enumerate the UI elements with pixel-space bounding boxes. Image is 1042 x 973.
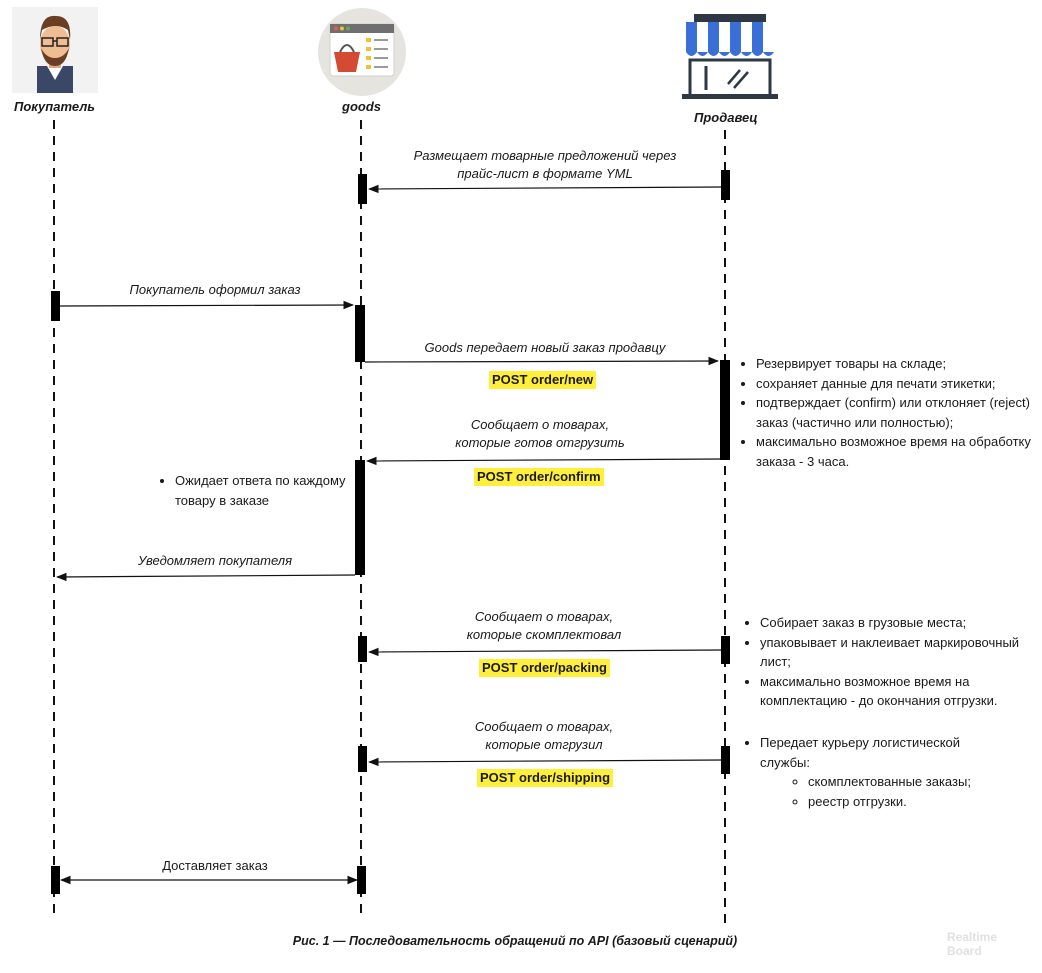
buyer-actor-label: Покупатель [14,99,96,114]
note-item: максимально возможное время на обработку… [756,432,1036,471]
arrow-seller-to-goods-shipping [367,757,722,767]
message-label: Уведомляет покупателя [137,553,293,568]
note-sublist: скомплектованные заказы; реестр отгрузки… [760,772,1010,811]
api-endpoint-label: POST order/new [489,371,597,389]
buyer-activation-bar [51,291,60,321]
seller-activation-bar [721,636,730,664]
note-subitem: реестр отгрузки. [808,792,1010,812]
buyer-avatar-icon [12,7,98,93]
note-item: Собирает заказ в грузовые места; [760,613,1042,633]
note-item: подтверждает (confirm) или отклоняет (re… [756,393,1036,432]
message-label: Сообщает о товарах, [474,609,614,624]
message-label: прайс-лист в формате YML [457,166,633,181]
goods-activation-bar [358,174,367,204]
note-text: Передает курьеру логистической службы: [760,735,961,770]
goods-activation-bar [357,866,366,894]
seller-activation-bar [721,746,730,774]
arrow-seller-to-goods-yml [367,184,722,194]
goods-activation-bar [355,460,365,575]
arrow-goods-to-seller-new [364,356,720,366]
note-item: Передает курьеру логистической службы: с… [760,733,1010,811]
watermark: Realtime Board [947,930,997,958]
arrow-buyer-to-goods-order [59,300,355,310]
watermark-line: Board [947,944,982,958]
note-item: сохраняет данные для печати этикетки; [756,374,1036,394]
note-item: максимально возможное время на комплекта… [760,672,1042,711]
note-item: упаковывает и наклеивает маркировочный л… [760,633,1042,672]
message-label: Доставляет заказ [162,858,268,873]
note-item: Резервирует товары на складе; [756,354,1036,374]
note-item: Ожидает ответа по каждому товару в заказ… [175,471,375,510]
goods-activation-bar [358,636,367,662]
goods-actor-label: goods [342,99,381,114]
buyer-activation-bar [51,866,60,894]
message-label: Goods передает новый заказ продавцу [424,340,666,355]
goods-wait-note: Ожидает ответа по каждому товару в заказ… [157,471,375,510]
seller-shipping-note: Передает курьеру логистической службы: с… [742,733,1010,811]
arrow-goods-to-buyer-notify [55,572,356,582]
seller-actor-label: Продавец [694,110,758,125]
goods-shop-icon [318,8,406,96]
note-subitem: скомплектованные заказы; [808,772,1010,792]
message-label: Размещает товарные предложений через [413,148,677,163]
arrow-seller-to-goods-packing [367,647,722,657]
api-endpoint-label: POST order/confirm [474,468,604,486]
message-label: Сообщает о товарах, [470,417,610,432]
seller-store-icon [682,14,778,99]
message-label: которые отгрузил [485,737,603,752]
seller-activation-bar [721,170,730,200]
goods-activation-bar [358,746,367,772]
message-label: Сообщает о товарах, [474,719,614,734]
figure-caption: Рис. 1 — Последовательность обращений по… [292,934,738,948]
goods-activation-bar [355,305,365,362]
message-label: которые готов отгрузить [455,435,625,450]
seller-packing-note: Собирает заказ в грузовые места; упаковы… [742,613,1042,711]
message-label: Покупатель оформил заказ [129,282,301,297]
message-label: которые скомплектовал [466,627,622,642]
seller-order-note: Резервирует товары на складе; сохраняет … [738,354,1036,471]
api-endpoint-label: POST order/packing [479,659,610,677]
arrow-seller-to-goods-confirm [365,456,721,466]
api-endpoint-label: POST order/shipping [477,769,614,787]
seller-activation-bar [720,360,730,460]
watermark-line: Realtime [947,930,998,944]
